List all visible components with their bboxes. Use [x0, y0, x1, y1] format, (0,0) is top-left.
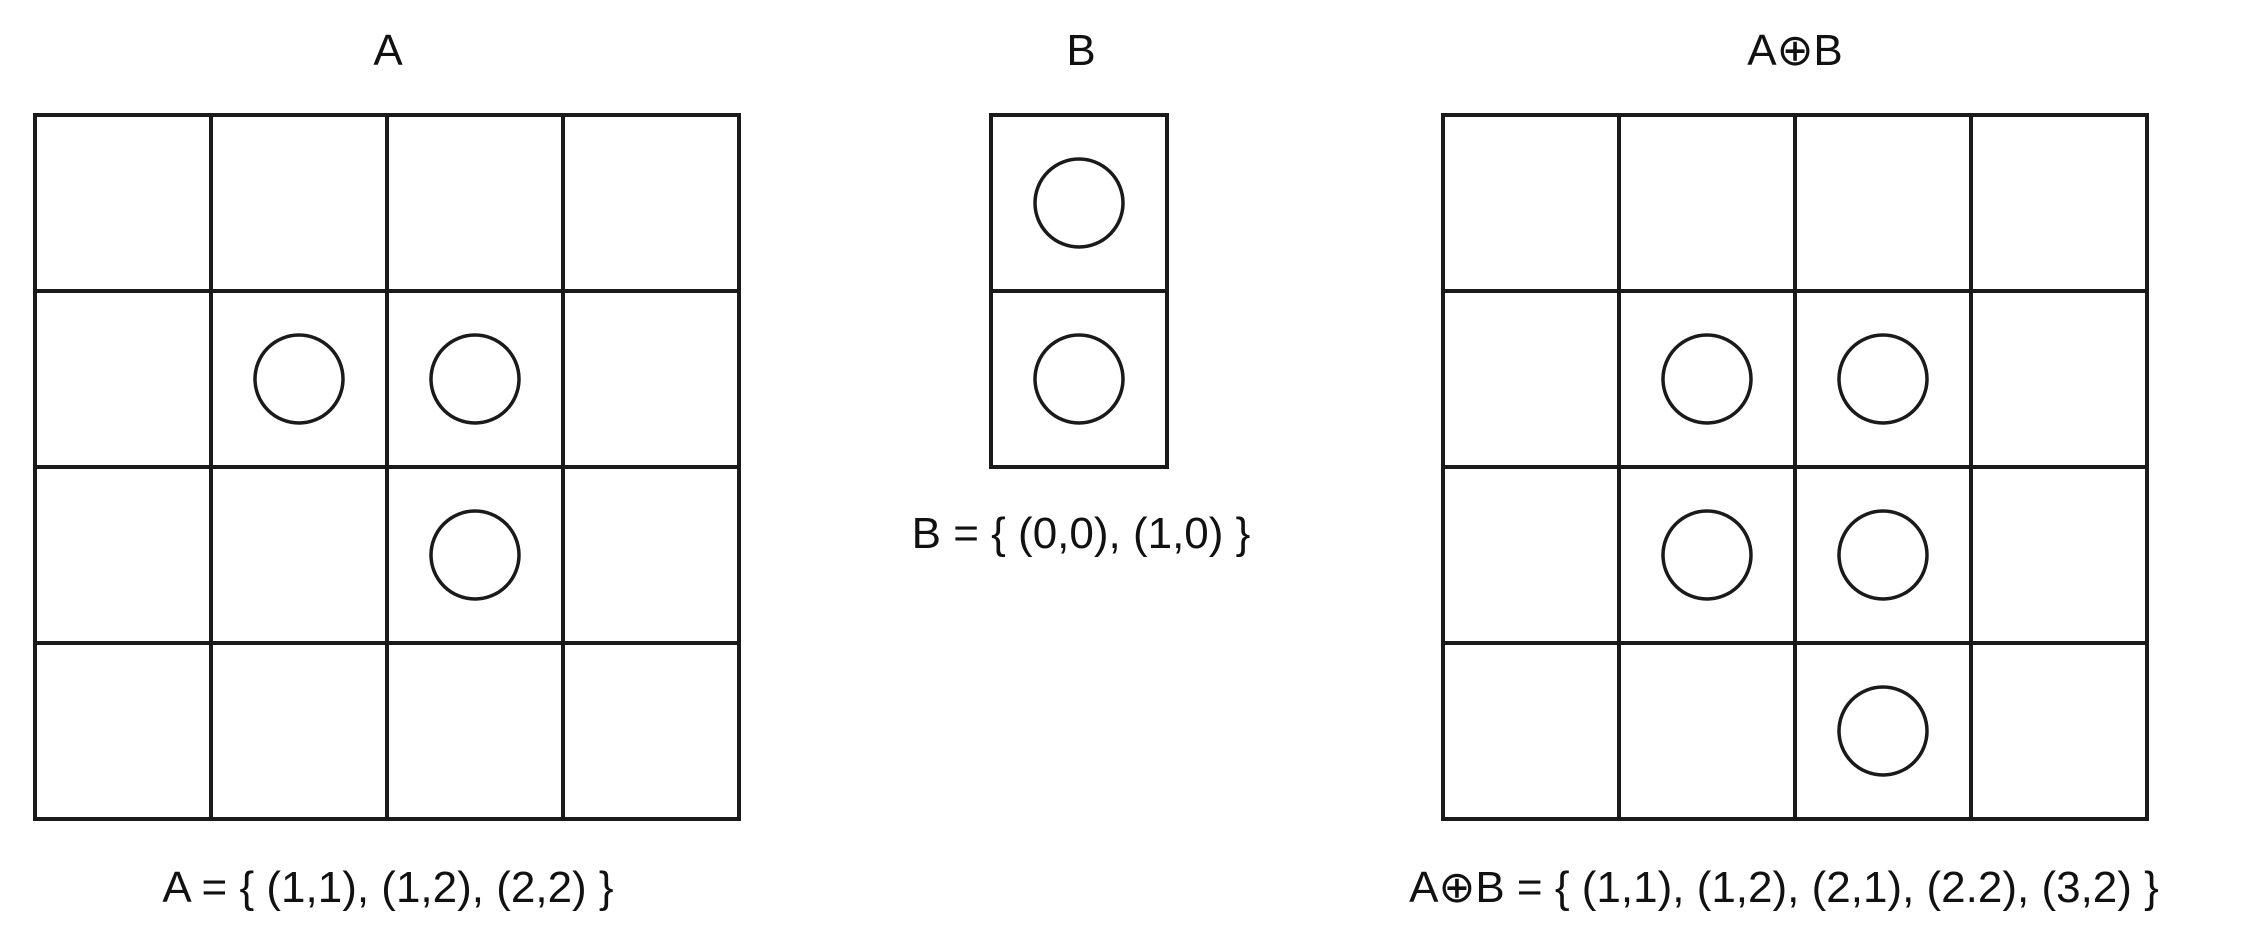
panel-b-caption: B = { (0,0), (1,0) }: [912, 509, 1251, 558]
panel-b: B B = { (0,0), (1,0) }: [912, 26, 1251, 558]
circle-icon: [1837, 685, 1929, 777]
grid-cell: [1969, 289, 2149, 469]
circle-icon: [429, 509, 521, 601]
grid-cell: [1441, 641, 1621, 821]
panel-result-title: A⊕B: [1747, 26, 1843, 75]
circle-icon: [1837, 509, 1929, 601]
circle-icon: [1033, 333, 1125, 425]
grid-cell: [1617, 641, 1797, 821]
grid-cell: [561, 113, 741, 293]
grid-cell: [33, 113, 213, 293]
grid-cell: [33, 641, 213, 821]
grid-cell: [561, 641, 741, 821]
panel-b-title: B: [1066, 26, 1095, 75]
panel-a-caption: A = { (1,1), (1,2), (2,2) }: [162, 863, 613, 912]
grid-cell: [1441, 465, 1621, 645]
grid-cell: [1617, 113, 1797, 293]
grid-cell: [33, 289, 213, 469]
grid-cell: [385, 641, 565, 821]
grid-cell: [1441, 113, 1621, 293]
panel-result: A⊕B A⊕B = { (1,1), (1,2), (2,1), (2.2), …: [1409, 26, 2159, 912]
circle-icon: [429, 333, 521, 425]
panel-a: A A = { (1,1), (1,2), (2,2) }: [33, 26, 741, 912]
grid-cell: [209, 113, 389, 293]
panel-result-grid: [1441, 113, 2149, 821]
grid-cell: [385, 113, 565, 293]
grid-cell: [1969, 465, 2149, 645]
panel-a-title: A: [373, 26, 403, 75]
circle-icon: [1661, 333, 1753, 425]
panel-b-grid: [989, 113, 1169, 469]
grid-cell: [209, 465, 389, 645]
panel-result-caption: A⊕B = { (1,1), (1,2), (2,1), (2.2), (3,2…: [1409, 863, 2159, 912]
grid-cell: [1969, 641, 2149, 821]
grid-cell: [1441, 289, 1621, 469]
panel-a-grid: [33, 113, 741, 821]
circle-icon: [1033, 157, 1125, 249]
grid-cell: [989, 289, 1169, 469]
circle-icon: [253, 333, 345, 425]
grid-cell: [561, 465, 741, 645]
grid-cell: [561, 289, 741, 469]
circle-icon: [1837, 333, 1929, 425]
grid-cell: [1793, 113, 1973, 293]
circle-icon: [1661, 509, 1753, 601]
grid-cell: [209, 641, 389, 821]
grid-cell: [1969, 113, 2149, 293]
grid-cell: [33, 465, 213, 645]
